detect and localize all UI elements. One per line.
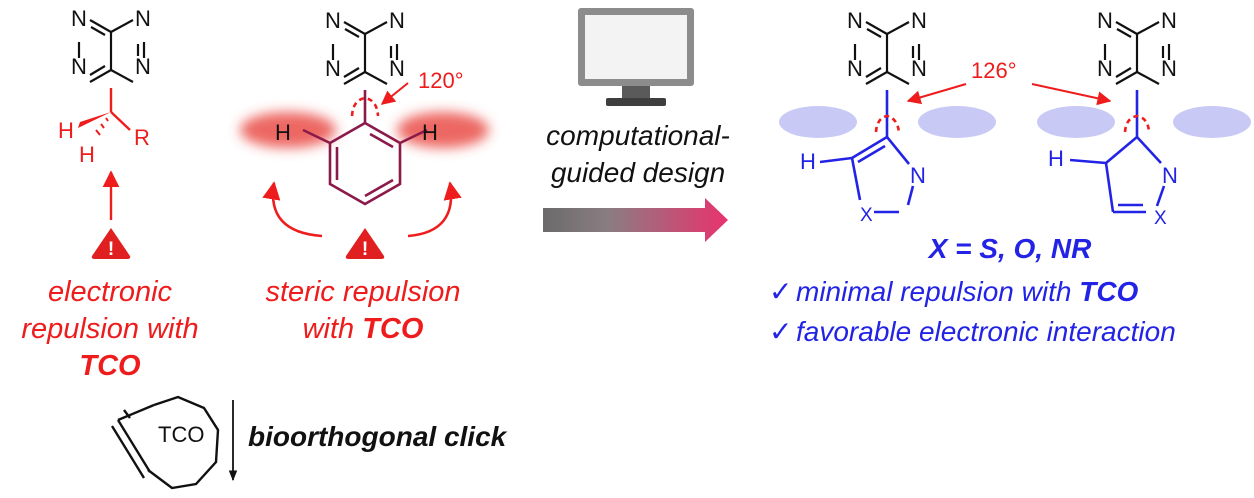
ch2r-group: [109, 88, 131, 131]
red-repulsion-glow: [240, 112, 489, 148]
tetrazine-structure-3: [853, 21, 921, 85]
atom-n: N: [1162, 163, 1178, 188]
atom-n: N: [325, 56, 341, 81]
tetrazine-structure-1: [77, 19, 146, 83]
atom-n: N: [71, 54, 87, 79]
x-definition: X = S, O, NR: [927, 233, 1092, 264]
atom-n: N: [847, 56, 863, 81]
angle-arc-120: [350, 96, 380, 117]
repulsion-arrow-right: [407, 181, 462, 238]
design-caption-line2: guided design: [551, 157, 725, 188]
tetrazine-structure-4: [1103, 21, 1171, 85]
atom-n: N: [389, 56, 405, 81]
atom-h: H: [422, 120, 438, 145]
warning-icon: !: [345, 228, 385, 260]
atom-n: N: [135, 54, 151, 79]
angle-pointer-arrow: [380, 82, 409, 105]
warning-icon: !: [91, 228, 131, 260]
angle-label-126: 126°: [971, 58, 1017, 83]
atom-n: N: [910, 163, 926, 188]
tco-label: TCO: [158, 422, 204, 447]
design-process-arrow: [543, 198, 728, 242]
steric-caption-line1: steric repulsion: [265, 276, 460, 308]
atom-n: N: [1097, 56, 1113, 81]
atom-h: H: [800, 149, 816, 174]
warning-mark: !: [362, 239, 368, 260]
electronic-caption-line2: repulsion with: [21, 313, 198, 345]
atom-n: N: [847, 8, 863, 33]
bullet-minimal-repulsion: minimal repulsion with TCO: [796, 276, 1139, 307]
atom-n: N: [911, 56, 927, 81]
phenyl-ring: [302, 90, 428, 206]
tco-structure: [110, 395, 220, 490]
atom-h: H: [1048, 146, 1064, 171]
atom-n: N: [1161, 8, 1177, 33]
angle-label-120: 120°: [418, 68, 464, 93]
atom-x: X: [860, 205, 873, 226]
atom-h: H: [79, 142, 95, 167]
tetrazine-structure-2: [331, 21, 399, 85]
atom-n: N: [71, 6, 87, 31]
angle-arc-126: [874, 114, 901, 133]
atom-n: N: [135, 6, 151, 31]
angle-pointer-arrow-left: [906, 83, 967, 105]
atom-n: N: [389, 8, 405, 33]
atom-n: N: [911, 8, 927, 33]
check-icon: ✓: [769, 276, 792, 307]
warning-mark: !: [108, 239, 114, 260]
electronic-caption-tco: TCO: [79, 350, 141, 382]
angle-arc-126: [1123, 114, 1151, 133]
lavender-contact-regions: [779, 106, 1251, 138]
atom-n: N: [325, 8, 341, 33]
computer-monitor-icon: [578, 8, 694, 106]
atom-x: X: [1154, 208, 1167, 229]
electronic-caption-line1: electronic: [48, 276, 173, 308]
steric-caption-line2: with TCO: [303, 313, 424, 345]
bullet-favorable-interaction: favorable electronic interaction: [796, 316, 1176, 347]
repulsion-arrow-left: [262, 181, 323, 238]
azole-ring-b: [1069, 90, 1166, 214]
atom-h: H: [275, 120, 291, 145]
atom-h: H: [58, 118, 74, 143]
design-caption-line1: computational-: [546, 120, 730, 151]
angle-pointer-arrow-right: [1031, 83, 1112, 106]
atom-n: N: [1097, 8, 1113, 33]
atom-n: N: [1161, 56, 1177, 81]
azole-ring-a: [819, 90, 915, 214]
bioorthogonal-click-label: bioorthogonal click: [248, 421, 508, 452]
wedge-bond: [78, 112, 111, 128]
check-icon: ✓: [769, 316, 792, 347]
hash-bond: [95, 117, 109, 136]
atom-r: R: [134, 125, 150, 150]
